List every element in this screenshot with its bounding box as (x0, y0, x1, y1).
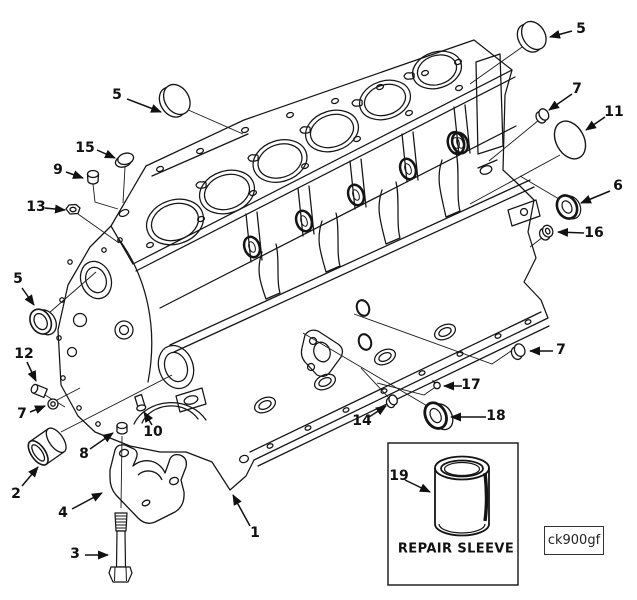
front-face (56, 237, 207, 427)
callout-5-upper-right: 5 (576, 21, 586, 37)
callout-7-right: 7 (556, 342, 566, 358)
plug-16 (538, 224, 554, 241)
pan-rail (238, 311, 550, 467)
leader-lines (44, 44, 561, 509)
callout-1: 1 (250, 525, 260, 541)
dowel-12 (30, 383, 48, 399)
figure-code-box: ck900gf (544, 526, 604, 555)
plug-14 (385, 394, 398, 409)
core-holes (253, 323, 457, 414)
figure-code: ck900gf (547, 533, 601, 548)
callout-7-left: 7 (17, 406, 27, 422)
plug-7-right (510, 343, 526, 361)
callout-7-upper-right: 7 (572, 81, 582, 97)
main-bearing-cap (109, 444, 188, 524)
side-face-bosses (242, 131, 470, 351)
callout-8: 8 (79, 446, 89, 462)
seal-18 (423, 401, 454, 431)
callout-19: 19 (389, 468, 409, 484)
cylinder-block-drawing (56, 39, 550, 491)
callout-12: 12 (14, 346, 34, 362)
plate-11 (553, 120, 587, 160)
plug-7-upper-right (535, 108, 550, 124)
plug-9 (86, 169, 100, 185)
callout-13: 13 (26, 199, 46, 215)
repair-sleeve-drawing (434, 455, 490, 537)
callout-arrows (21, 30, 611, 560)
nut-8 (116, 421, 128, 435)
seal-5-left (29, 308, 57, 336)
callout-15: 15 (75, 140, 95, 156)
callout-6: 6 (613, 178, 623, 194)
callout-17: 17 (461, 377, 481, 393)
mount-flange (300, 329, 344, 378)
cup-plug-5-upper-right (516, 20, 547, 53)
callout-5-upper-left: 5 (112, 87, 122, 103)
plug-17 (432, 380, 441, 390)
bushing-2 (27, 427, 67, 466)
callout-16: 16 (584, 225, 604, 241)
deck-bolt-holes (145, 58, 464, 249)
bearing-cap-bolt (108, 512, 133, 583)
plug-15 (114, 152, 135, 168)
callout-5-left: 5 (13, 271, 23, 287)
cup-plug-5-upper-left (158, 83, 191, 118)
callout-11: 11 (604, 104, 624, 120)
seal-6 (555, 194, 582, 220)
block-outline (57, 69, 549, 491)
callout-2: 2 (11, 486, 21, 502)
rear-end-face (446, 53, 541, 227)
callout-9: 9 (53, 162, 63, 178)
nut-13 (65, 203, 81, 215)
callout-14: 14 (352, 413, 372, 429)
bolt-10 (134, 393, 147, 412)
callout-18: 18 (486, 408, 506, 424)
repair-sleeve-inset (387, 442, 519, 586)
repair-sleeve-caption: REPAIR SLEEVE (397, 541, 515, 557)
cylinder-bores (145, 50, 463, 246)
callout-10: 10 (143, 424, 163, 440)
callout-4: 4 (58, 505, 68, 521)
loose-parts (27, 20, 587, 466)
callout-3: 3 (70, 546, 80, 562)
inset-border (387, 442, 519, 586)
plug-7-left (47, 398, 59, 410)
